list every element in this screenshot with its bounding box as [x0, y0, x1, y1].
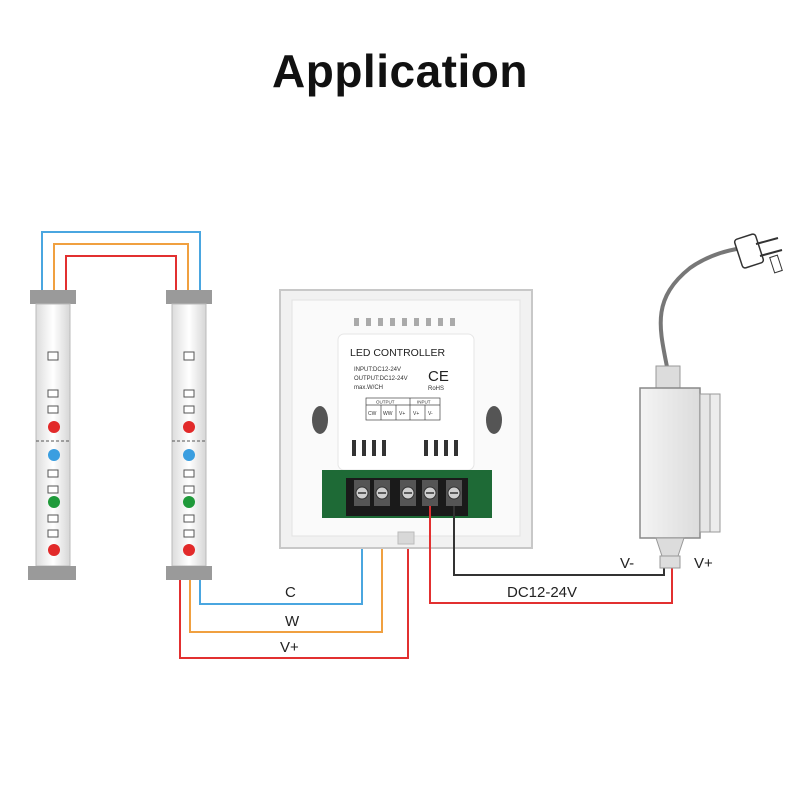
terminal-screws: [354, 480, 462, 506]
terminal-label-vplus-out: V+: [399, 411, 405, 417]
output-header: OUTPUT: [376, 400, 395, 405]
jumper-blue-wire: [41, 231, 201, 295]
psu-positive-label: V+: [694, 555, 713, 572]
red-led-icon: [183, 544, 195, 556]
output-wires: [179, 506, 409, 659]
green-led-icon: [183, 496, 195, 508]
ce-mark: CE: [428, 368, 449, 385]
power-voltage-label: DC12-24V: [507, 584, 577, 601]
controller-max-spec: max.W/CH: [354, 385, 383, 391]
terminal-label-vplus-in: V+: [413, 411, 419, 417]
w-wire-label: W: [285, 613, 300, 630]
green-led-icon: [48, 496, 60, 508]
input-header: INPUT: [417, 400, 431, 405]
vplus-wire-label: V+: [280, 639, 299, 656]
blue-led-icon: [183, 449, 195, 461]
controller-output-spec: OUTPUT:DC12-24V: [354, 376, 408, 382]
power-supply: [639, 233, 783, 569]
led-controller: LED CONTROLLER INPUT:DC12-24V OUTPUT:DC1…: [279, 289, 533, 549]
red-led-icon: [183, 421, 195, 433]
led-strip-left: [28, 290, 76, 580]
jumper-orange-wire: [53, 243, 189, 295]
psu-negative-label: V-: [620, 555, 634, 572]
terminal-label-ww: WW: [383, 411, 393, 417]
terminal-label-cw: CW: [368, 411, 377, 417]
terminal-label-table: OUTPUT INPUT CW WW V+ V+ V-: [365, 397, 441, 421]
controller-input-spec: INPUT:DC12-24V: [354, 367, 401, 373]
rohs-mark: RoHS: [428, 386, 444, 392]
screw-terminal-icon: [422, 480, 438, 506]
screw-terminal-icon: [354, 480, 370, 506]
vplus-out-wire: [179, 506, 409, 659]
screw-terminal-icon: [446, 480, 462, 506]
controller-name: LED CONTROLLER: [350, 347, 446, 359]
plug-icon: [733, 233, 783, 274]
red-led-icon: [48, 421, 60, 433]
strip-jumper-wires: [41, 231, 201, 295]
blue-led-icon: [48, 449, 60, 461]
vminus-in-wire: [453, 506, 665, 576]
w-wire: [189, 506, 383, 633]
led-strip-right: [166, 290, 212, 580]
screw-terminal-icon: [400, 480, 416, 506]
power-wires: [429, 506, 673, 604]
red-led-icon: [48, 544, 60, 556]
terminal-label-vminus: V-: [428, 411, 433, 417]
vplus-in-wire: [429, 506, 673, 604]
c-wire: [199, 506, 363, 605]
screw-terminal-icon: [374, 480, 390, 506]
page-title: Application: [272, 45, 528, 97]
jumper-red-wire: [65, 255, 177, 295]
c-wire-label: C: [285, 584, 296, 601]
